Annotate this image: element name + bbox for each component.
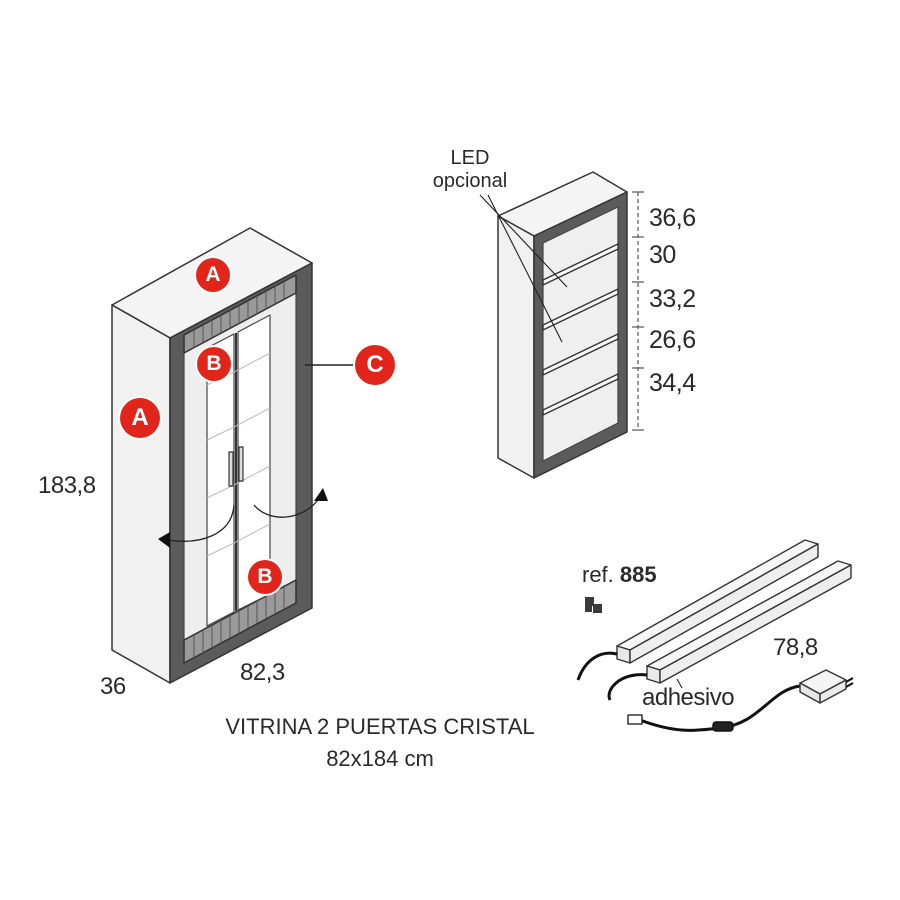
interior-shelf [542, 288, 619, 331]
left-door-swing-arrow [167, 504, 235, 542]
shelf-gap-3: 33,2 [649, 285, 696, 313]
interior-illustration [479, 171, 644, 479]
cabinet-side-panel [111, 304, 171, 684]
interior-shelf [542, 243, 619, 286]
shelf-gap-5: 34,4 [649, 369, 696, 397]
shelf-gap-4: 26,6 [649, 326, 696, 354]
ref-prefix: ref. [582, 562, 614, 587]
product-caption-line2: 82x184 cm [326, 746, 434, 771]
shelf-dimension-ticks [632, 191, 644, 431]
cabinet-width-label: 82,3 [240, 659, 285, 686]
led-strip-length-label: 78,8 [773, 634, 818, 661]
adhesive-label: adhesivo [642, 684, 735, 711]
right-door-swing-arrow [253, 499, 319, 518]
led-label-line2: opcional [432, 170, 508, 192]
led-leader-lines [479, 194, 568, 343]
badge-a-side: A [120, 398, 160, 438]
interior-shelf [542, 373, 619, 416]
ref-icon [585, 597, 602, 613]
led-cable-2 [607, 673, 648, 701]
interior-shelf [542, 333, 619, 376]
shelf-gap-1: 36,6 [649, 204, 696, 232]
led-connector [627, 714, 643, 725]
badge-b-bottom: B [248, 560, 282, 594]
badge-a-top: A [196, 258, 230, 292]
shelf-gap-2: 30 [649, 241, 676, 269]
cabinet-depth-label: 36 [100, 673, 126, 700]
led-label-line1: LED [450, 147, 490, 169]
cabinet-height-label: 183,8 [38, 472, 96, 499]
adhesive-leader-line [676, 678, 683, 689]
ref-number: 885 [619, 562, 657, 587]
right-door-handle [238, 446, 244, 482]
led-switch [712, 721, 734, 732]
product-caption-line1: VITRINA 2 PUERTAS CRISTAL [225, 714, 535, 739]
led-kit-reference: ref. 885 [582, 564, 657, 586]
interior-opening [542, 206, 619, 462]
badge-b-top: B [197, 347, 231, 381]
led-cable-1 [576, 651, 618, 681]
interior-side-panel [497, 215, 535, 479]
led-optional-label: LED opcional [420, 147, 520, 193]
led-kit-illustration [576, 539, 854, 732]
left-door-handle [228, 451, 234, 487]
cabinet-illustration [111, 227, 357, 684]
badge-c-frame: C [355, 345, 395, 385]
